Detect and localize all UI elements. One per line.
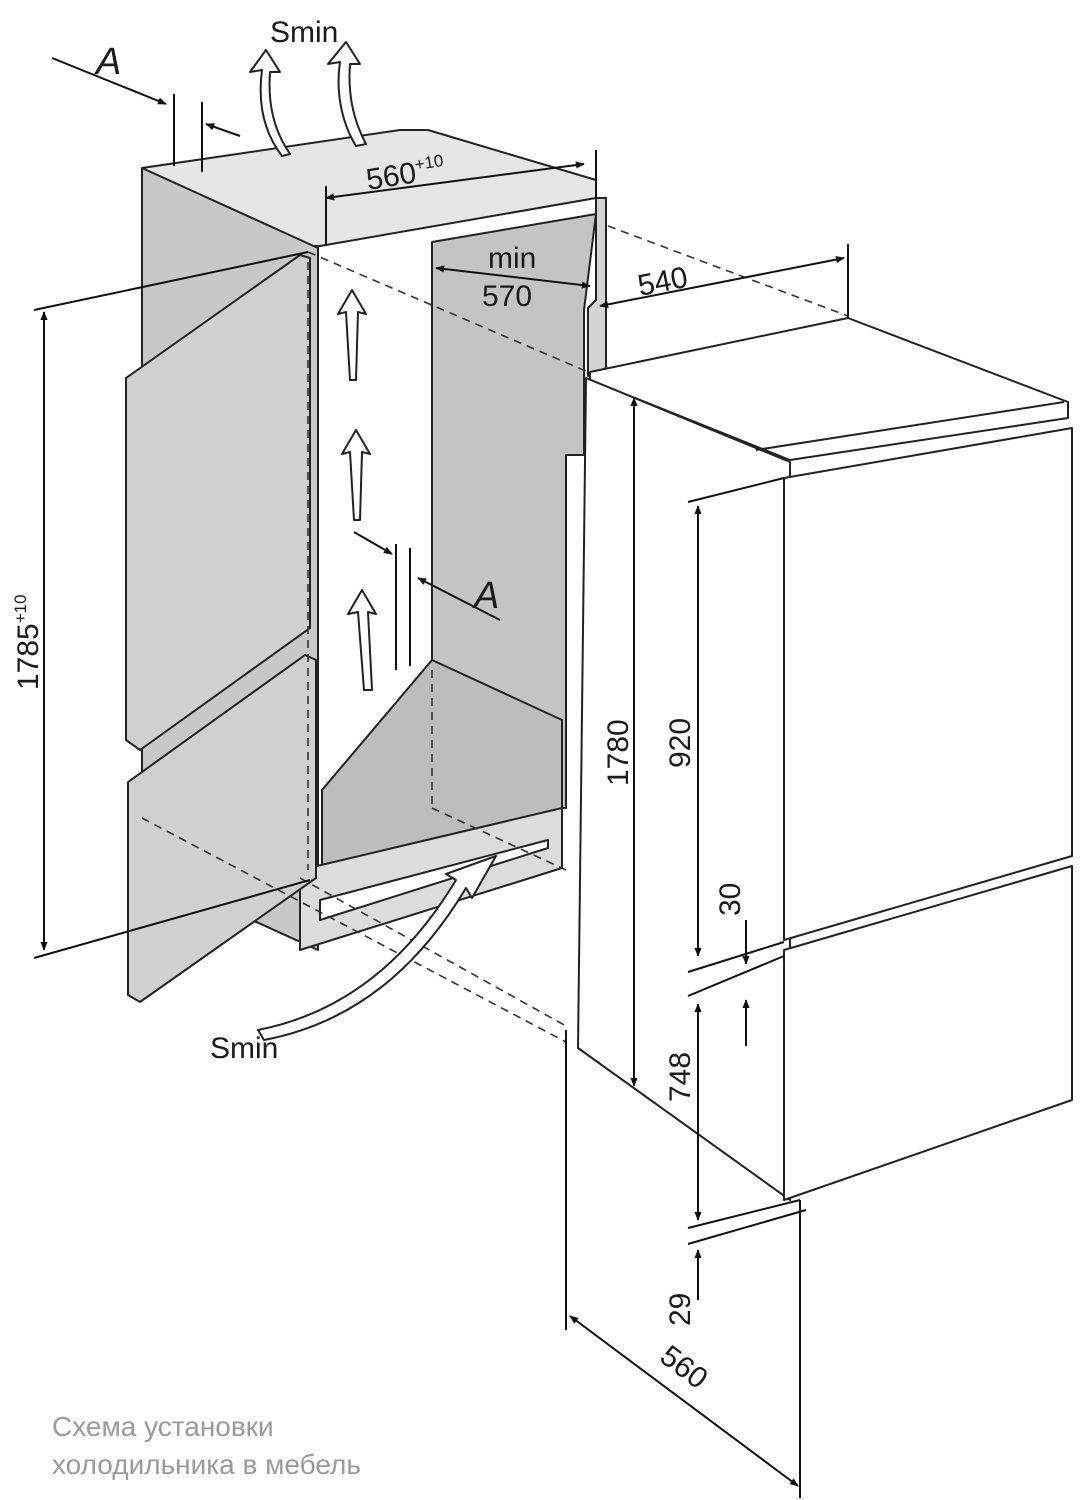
label-s-min-bottom: Smin <box>210 1032 278 1065</box>
label-unit-width: 560 <box>654 1339 714 1395</box>
label-niche-depth-value: 570 <box>482 280 532 313</box>
dimension-lines <box>33 57 849 1498</box>
airflow-arrows <box>249 41 497 1041</box>
diagram-caption: Схема установки холодильника в мебель <box>52 1408 652 1484</box>
label-door-gap: 30 <box>714 883 747 916</box>
lower-furniture-door <box>127 654 317 1003</box>
unit-lower-door <box>783 865 1073 1201</box>
airflow-arrow-mid-2 <box>341 429 371 521</box>
niche-right-panel <box>587 197 607 377</box>
label-niche-height: 1785+10 <box>11 594 45 690</box>
label-niche-depth-min: min <box>488 242 536 275</box>
caption-line-2: холодильника в мебель <box>52 1449 361 1480</box>
airflow-arrow-top-right <box>327 41 367 147</box>
label-lower-door: 748 <box>664 1052 697 1102</box>
refrigerator-unit <box>577 317 1073 1201</box>
furniture-doors <box>125 254 317 1003</box>
label-niche-width: 560+10 <box>364 151 447 197</box>
unit-upper-door <box>783 427 1073 941</box>
airflow-arrow-mid-3 <box>347 589 377 691</box>
label-s-min-top: Smin <box>270 16 338 49</box>
airflow-arrow-bottom <box>257 855 497 1041</box>
label-a-top: A <box>94 41 121 83</box>
label-a-middle: A <box>472 575 499 617</box>
upper-furniture-door <box>125 254 311 751</box>
airflow-arrow-mid-1 <box>337 289 367 381</box>
label-bottom-offset: 29 <box>664 1293 697 1326</box>
projection-lines <box>141 225 849 1043</box>
label-unit-height: 1780 <box>602 719 635 786</box>
caption-line-1: Схема установки <box>52 1411 274 1442</box>
label-upper-door: 920 <box>664 718 697 768</box>
label-unit-depth: 540 <box>635 261 690 303</box>
airflow-arrow-top-left <box>249 49 291 157</box>
